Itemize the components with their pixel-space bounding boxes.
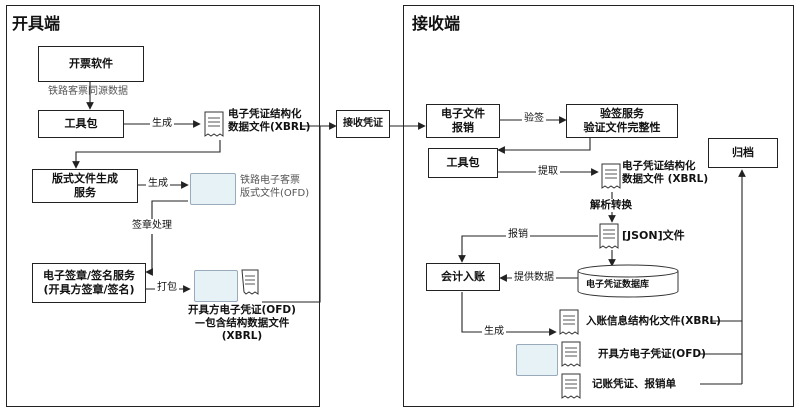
reimburse-label: 报销 <box>506 229 530 242</box>
records-doc-icon <box>560 372 584 406</box>
voucher-db-label: 电子凭证数据库 <box>586 280 650 290</box>
issuer-xbrl-label: 电子凭证结构化 数据文件(XBRL) <box>228 108 311 134</box>
ofd-ticket-image <box>190 173 236 205</box>
arrow-xbrl-to-layout <box>72 140 221 169</box>
xbrl-doc-icon <box>203 110 227 144</box>
arrow-json-to-accounting <box>458 235 598 263</box>
extract-label: 提取 <box>536 166 560 179</box>
reimburse-box: 电子文件 报销 <box>426 104 500 138</box>
parse-label: 解析转换 <box>590 199 632 213</box>
arrow-seal-to-sign <box>145 230 153 276</box>
receiver-issuer-ofd-label: 开具方电子凭证(OFD) <box>598 348 706 360</box>
receiver-panel-title: 接收端 <box>412 14 461 33</box>
receiver-ofd-ticket-image <box>516 344 558 376</box>
issuer-generate-label-1: 生成 <box>150 118 174 131</box>
voucher-db <box>576 264 680 302</box>
receiver-ofd-doc-icon <box>560 340 584 374</box>
entry-xbrl-label: 入账信息结构化文件(XBRL) <box>586 315 721 327</box>
issuer-toolkit-box: 工具包 <box>38 110 124 138</box>
accounting-box: 会计入账 <box>426 263 500 291</box>
issuer-generate-label-2: 生成 <box>146 178 170 191</box>
json-label: [JSON]文件 <box>622 229 685 242</box>
arrow-package-to-receive <box>262 125 332 303</box>
receive-voucher-box: 接收凭证 <box>336 110 390 138</box>
arrow-verify-to-toolkit <box>497 137 591 154</box>
issuer-voucher-label: 开具方电子凭证(OFD) —包含结构数据文件 (XBRL) <box>188 304 296 343</box>
invoice-software-box: 开票软件 <box>38 46 144 82</box>
issuer-ofd-label: 铁路电子客票 版式文件(OFD) <box>240 175 310 199</box>
archive-box: 归档 <box>708 138 778 168</box>
issuer-voucher-image <box>194 270 238 302</box>
package-label: 打包 <box>155 282 179 295</box>
json-doc-icon <box>598 222 622 256</box>
arrow-accounting-to-entry <box>461 292 557 336</box>
receiver-xbrl-doc-icon <box>600 162 624 196</box>
receiver-xbrl-label: 电子凭证结构化 数据文件 (XBRL) <box>622 160 709 186</box>
sign-service-box: 电子签章/签名服务 (开具方签章/签名) <box>32 263 146 303</box>
verify-label: 验签 <box>522 113 546 126</box>
provide-data-label: 提供数据 <box>512 272 556 285</box>
layout-service-box: 版式文件生成 服务 <box>32 169 138 203</box>
arrow-ofd-to-sign <box>151 200 188 270</box>
receiver-toolkit-box: 工具包 <box>428 148 498 178</box>
records-label: 记账凭证、报销单 <box>592 378 676 390</box>
seal-process-label: 签章处理 <box>130 219 174 234</box>
issuer-voucher-doc-icon <box>240 268 262 302</box>
issuer-panel-title: 开具端 <box>12 14 61 33</box>
receiver-generate-label: 生成 <box>482 326 506 339</box>
source-data-label: 铁路客票同源数据 <box>48 86 128 97</box>
verify-service-box: 验签服务 验证文件完整性 <box>566 104 678 138</box>
entry-xbrl-doc-icon <box>558 308 582 342</box>
